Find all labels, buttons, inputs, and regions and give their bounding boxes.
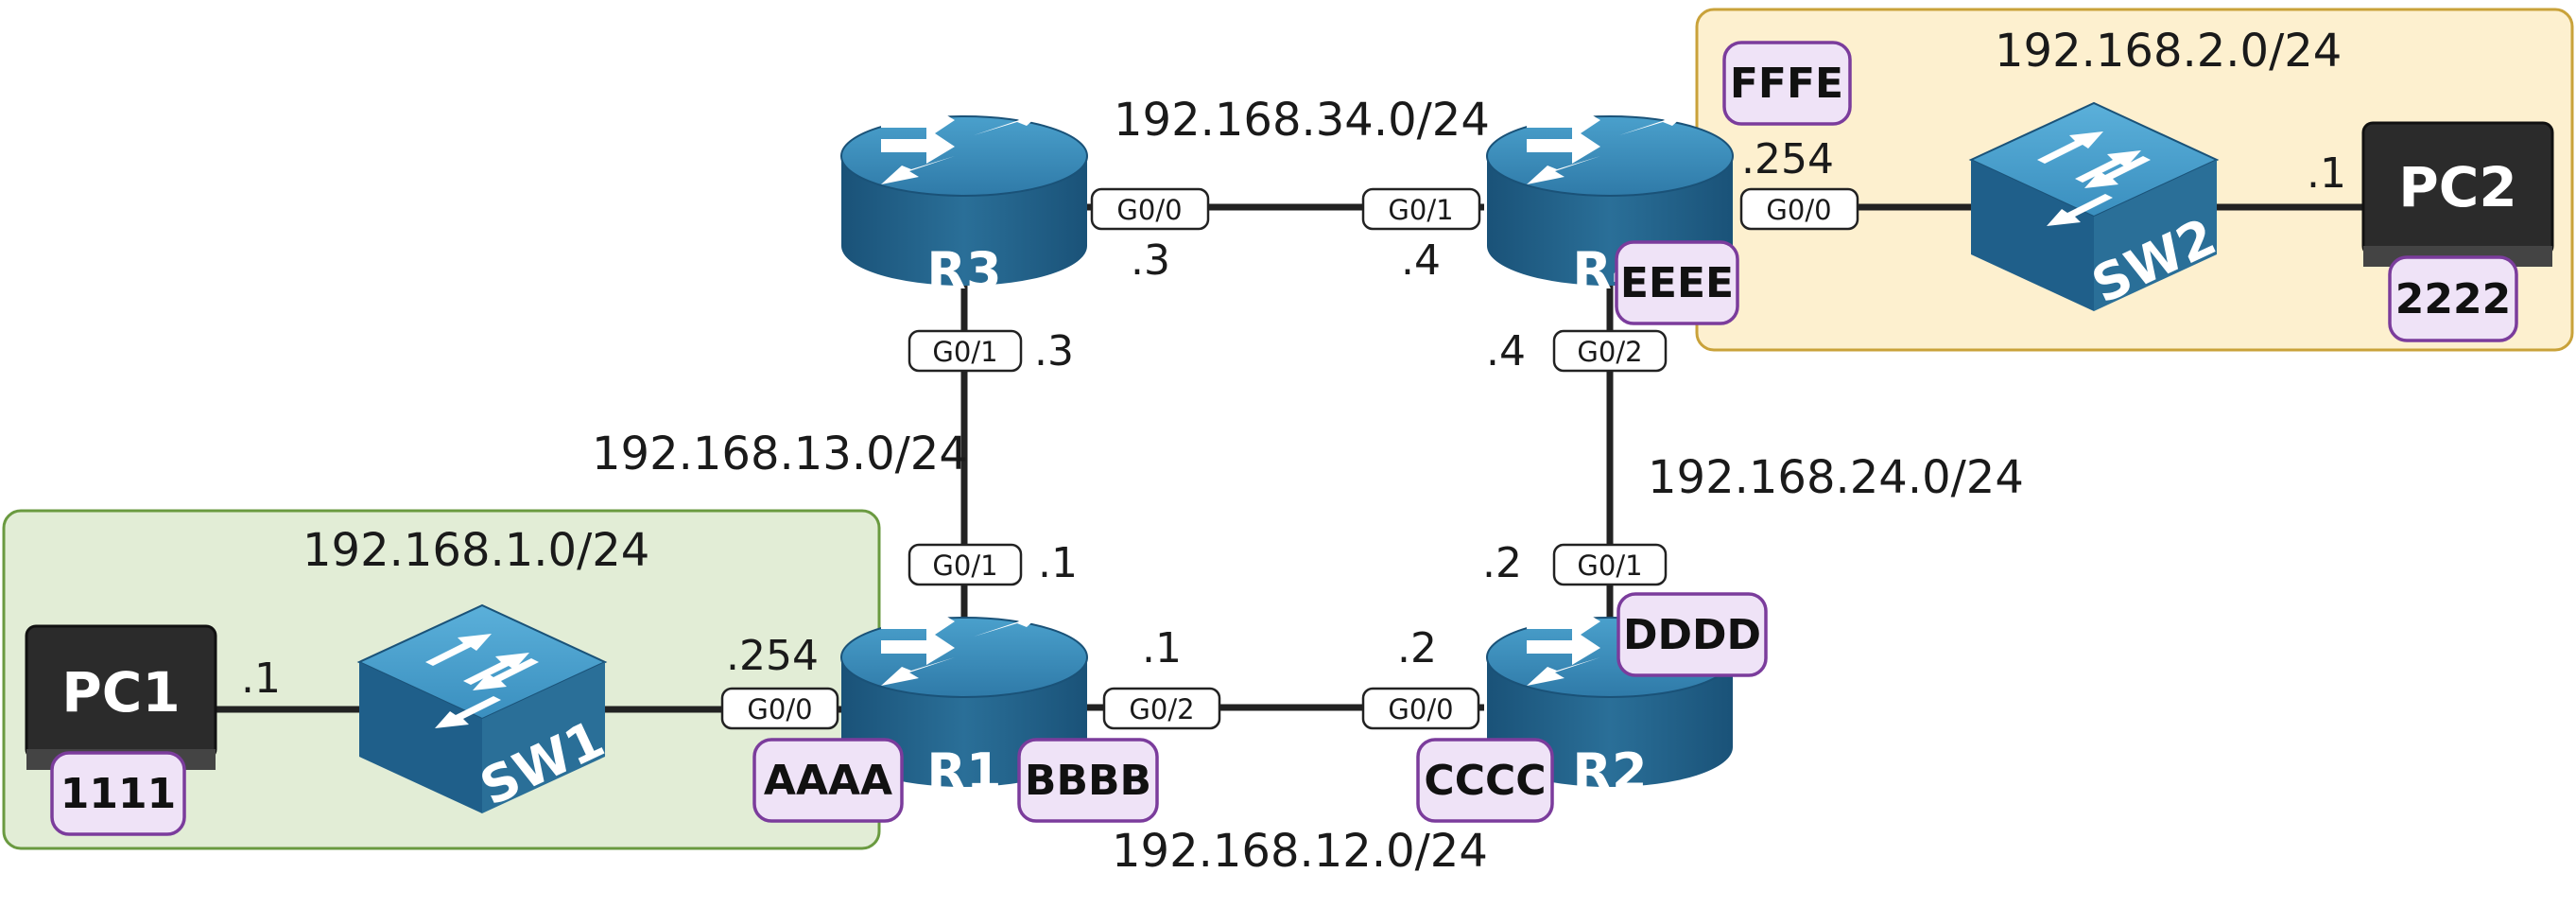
addr-r2-g00: .2 bbox=[1397, 624, 1437, 672]
addr-r4-g01: .4 bbox=[1401, 236, 1441, 285]
svg-text:G0/0: G0/0 bbox=[1116, 194, 1182, 226]
svg-text:G0/2: G0/2 bbox=[1129, 693, 1194, 725]
subnet-label-r4-r2: 192.168.24.0/24 bbox=[1648, 451, 2024, 504]
port-r4-g00: G0/0 bbox=[1739, 187, 1859, 231]
svg-text:G0/0: G0/0 bbox=[1766, 194, 1831, 226]
router-r2-label: R2 bbox=[1572, 742, 1647, 802]
badge-pc1: 1111 bbox=[50, 751, 186, 836]
svg-text:FFFE: FFFE bbox=[1730, 60, 1843, 108]
svg-text:G0/2: G0/2 bbox=[1577, 336, 1642, 368]
router-arrows-icon bbox=[1527, 103, 1693, 184]
svg-text:G0/0: G0/0 bbox=[747, 693, 812, 725]
port-r2-g01: G0/1 bbox=[1552, 543, 1668, 586]
port-r4-g02: G0/2 bbox=[1552, 329, 1668, 373]
svg-text:CCCC: CCCC bbox=[1424, 757, 1546, 805]
addr-pc2: .1 bbox=[2307, 149, 2346, 198]
lan2-subnet-label: 192.168.2.0/24 bbox=[1995, 25, 2342, 78]
svg-text:AAAA: AAAA bbox=[764, 757, 892, 805]
badge-pc2: 2222 bbox=[2388, 255, 2518, 342]
pc2-label: PC2 bbox=[2398, 155, 2516, 219]
port-r1-g02: G0/2 bbox=[1102, 687, 1221, 730]
router-r1-label: R1 bbox=[926, 742, 1001, 802]
svg-text:G0/1: G0/1 bbox=[1577, 550, 1642, 582]
port-r3-g00: G0/0 bbox=[1090, 187, 1210, 231]
port-r3-g01: G0/1 bbox=[908, 329, 1023, 373]
addr-r4-g02: .4 bbox=[1486, 327, 1526, 375]
svg-text:1111: 1111 bbox=[61, 770, 176, 818]
lan1-subnet-label: 192.168.1.0/24 bbox=[303, 524, 649, 577]
subnet-label-r1-r3: 192.168.13.0/24 bbox=[592, 428, 968, 480]
svg-text:DDDD: DDDD bbox=[1623, 611, 1761, 659]
switch-arrows-icon bbox=[425, 634, 539, 728]
port-r4-g01: G0/1 bbox=[1361, 187, 1481, 231]
switch-sw2[interactable]: SW2 bbox=[1968, 101, 2224, 315]
port-r1-g01: G0/1 bbox=[908, 543, 1023, 586]
badge-r2-dddd: DDDD bbox=[1616, 592, 1768, 677]
addr-r1-g00: .254 bbox=[726, 632, 819, 680]
subnet-label-r3-r4: 192.168.34.0/24 bbox=[1114, 94, 1490, 147]
router-arrows-icon bbox=[881, 103, 1047, 184]
badge-r4-eeee: EEEE bbox=[1615, 240, 1739, 325]
addr-r1-g01: .1 bbox=[1038, 539, 1078, 587]
port-r2-g00: G0/0 bbox=[1361, 687, 1480, 730]
addr-r3-g00: .3 bbox=[1131, 236, 1170, 285]
badge-r4-fffe: FFFE bbox=[1722, 41, 1852, 126]
badge-r2-cccc: CCCC bbox=[1416, 738, 1554, 823]
badge-r1-bbbb: BBBB bbox=[1017, 738, 1159, 823]
svg-text:G0/1: G0/1 bbox=[932, 336, 997, 368]
svg-text:BBBB: BBBB bbox=[1025, 757, 1151, 805]
svg-text:EEEE: EEEE bbox=[1620, 259, 1734, 307]
svg-text:G0/0: G0/0 bbox=[1388, 693, 1453, 725]
pc2[interactable]: PC2 bbox=[2361, 121, 2554, 267]
pc1-label: PC1 bbox=[61, 660, 180, 725]
addr-r3-g01: .3 bbox=[1034, 327, 1074, 375]
addr-r4-g00: .254 bbox=[1741, 135, 1834, 183]
switch-arrows-icon bbox=[2037, 131, 2151, 226]
addr-r1-g02: .1 bbox=[1142, 624, 1182, 672]
svg-text:G0/1: G0/1 bbox=[932, 550, 997, 582]
svg-text:G0/1: G0/1 bbox=[1388, 194, 1453, 226]
addr-r2-g01: .2 bbox=[1482, 539, 1522, 587]
svg-text:2222: 2222 bbox=[2395, 275, 2511, 323]
pc1[interactable]: PC1 bbox=[25, 624, 217, 770]
router-arrows-icon bbox=[881, 604, 1047, 686]
router-r2[interactable]: R2 bbox=[1486, 604, 1734, 802]
router-r3[interactable]: R3 bbox=[840, 103, 1088, 301]
port-r1-g00: G0/0 bbox=[720, 687, 839, 730]
subnet-label-r1-r2: 192.168.12.0/24 bbox=[1112, 825, 1488, 878]
badge-r1-aaaa: AAAA bbox=[752, 738, 904, 823]
addr-pc1: .1 bbox=[241, 655, 281, 703]
router-r3-label: R3 bbox=[926, 241, 1001, 301]
